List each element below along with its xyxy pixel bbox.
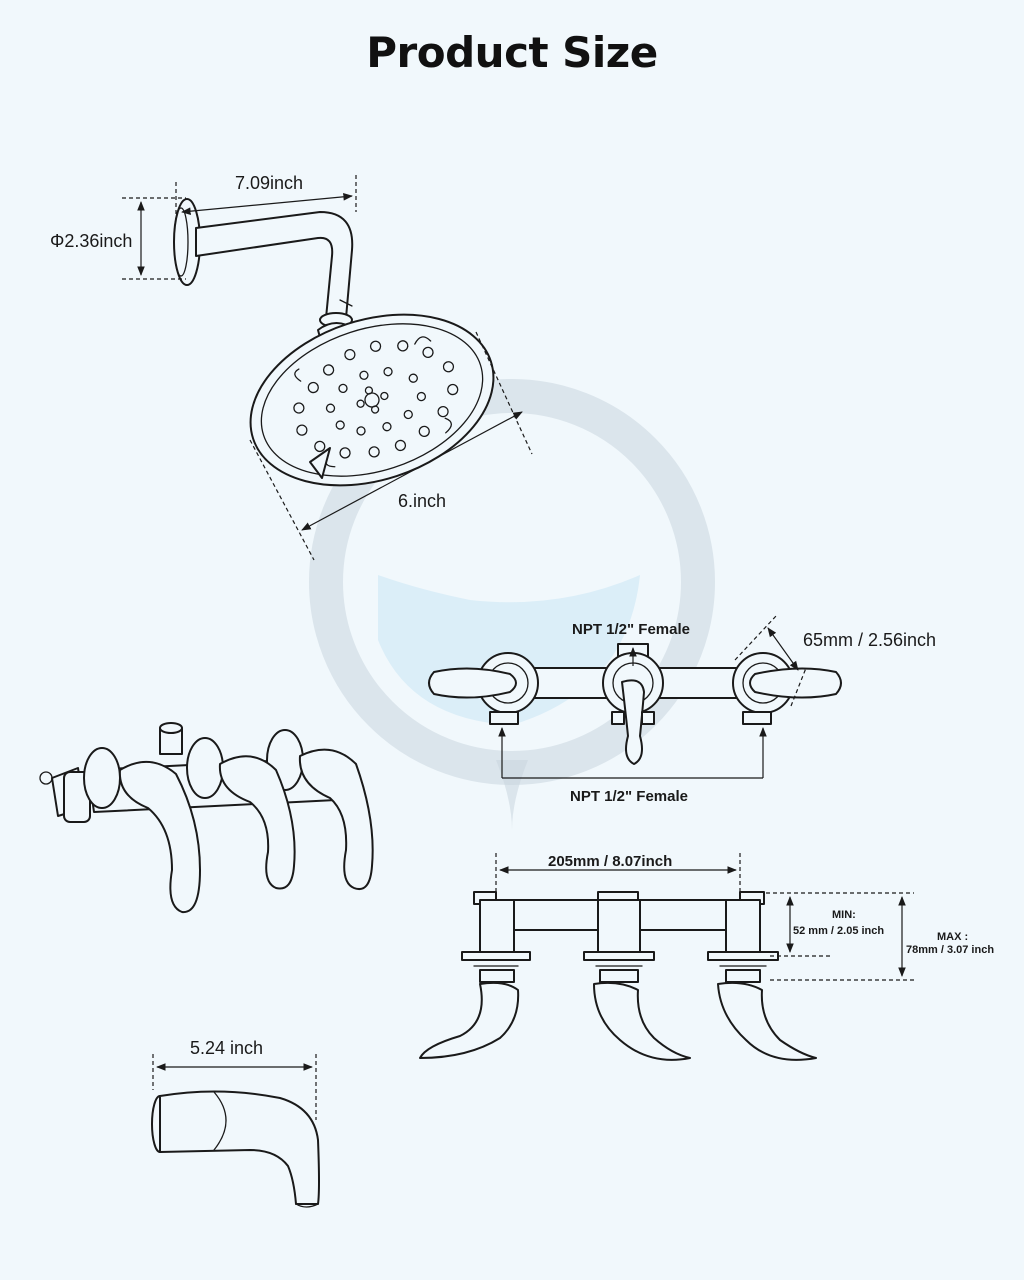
arm-length-dimension <box>175 175 357 216</box>
shower-arm-drawing <box>173 198 354 328</box>
spout-length-dimension <box>152 1054 317 1120</box>
outlet-label: NPT 1/2" Female <box>570 788 688 805</box>
flange-label: Φ2.36inch <box>50 231 132 251</box>
max-value: 78mm / 3.07 inch <box>906 944 994 956</box>
min-max-dimension <box>766 892 914 981</box>
spacing-label: 205mm / 8.07inch <box>548 853 672 870</box>
inlet-label: NPT 1/2" Female <box>572 621 690 638</box>
min-value: 52 mm / 2.05 inch <box>793 925 884 937</box>
head-diameter-dimension <box>249 331 533 561</box>
max-label: MAX : <box>937 931 968 943</box>
handle-dimension <box>734 615 807 707</box>
handle-label: 65mm / 2.56inch <box>803 630 936 650</box>
spacing-dimension <box>495 853 741 896</box>
tub-spout-drawing <box>151 1090 320 1208</box>
inlet-outlet-dimension <box>498 647 767 779</box>
arm-length-label: 7.09inch <box>235 173 303 193</box>
min-label: MIN: <box>832 909 856 921</box>
spout-length-label: 5.24 inch <box>190 1038 263 1058</box>
valve-front-view-drawing <box>419 891 817 1061</box>
valve-top-view-drawing <box>428 643 842 765</box>
valve-isometric-drawing <box>39 722 374 914</box>
flange-dimension <box>122 197 186 280</box>
head-diameter-label: 6.inch <box>398 491 446 511</box>
page-title: Product Size <box>366 28 658 77</box>
